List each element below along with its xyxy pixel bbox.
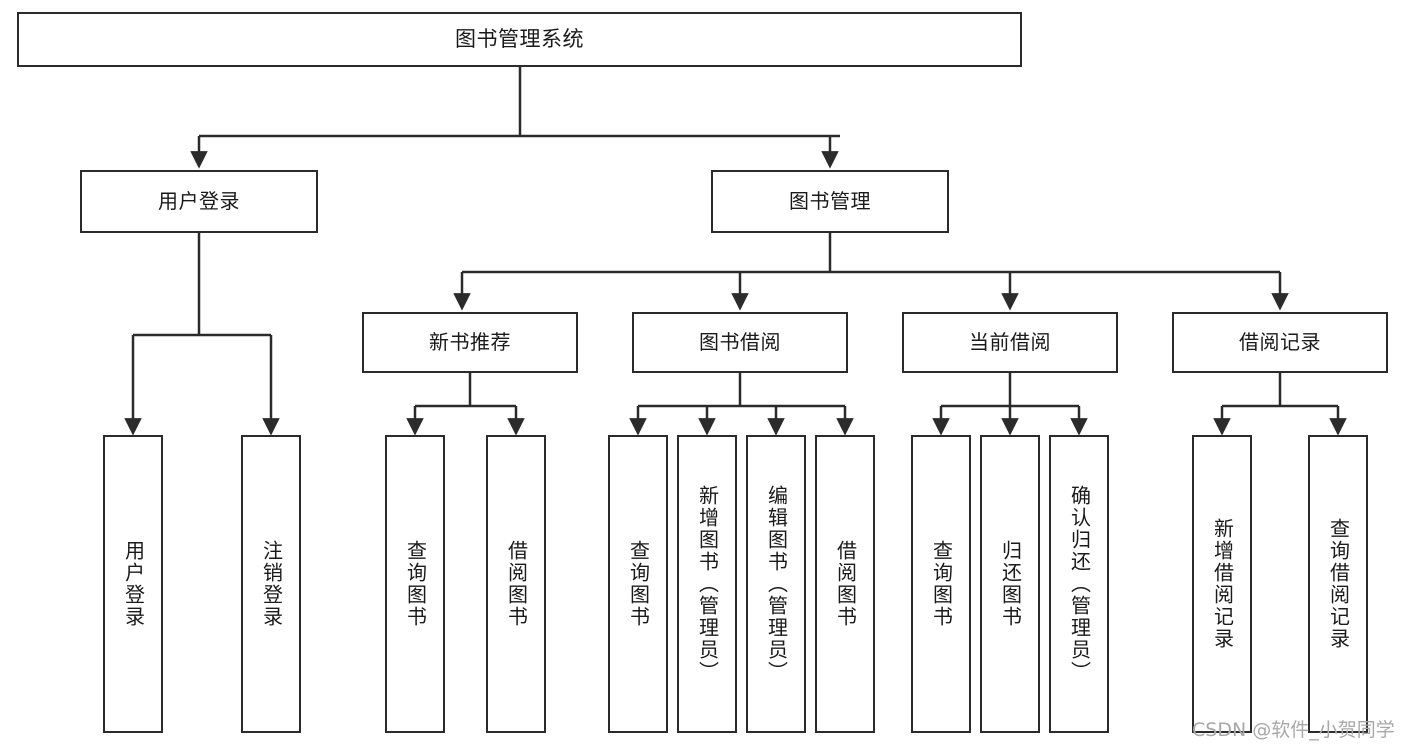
- node-new-book-recommend-label: 新书推荐: [429, 330, 511, 354]
- node-user-login[interactable]: 用户登录: [80, 170, 318, 233]
- leaf-user-login-logout-label: 注销登录: [259, 540, 284, 628]
- node-current-borrow-label: 当前借阅: [969, 330, 1051, 354]
- node-book-management-label: 图书管理: [789, 189, 871, 213]
- node-current-borrow[interactable]: 当前借阅: [902, 312, 1118, 373]
- leaf-new-book-borrow[interactable]: 借阅图书: [486, 435, 546, 733]
- leaf-current-borrow-query-label: 查询图书: [929, 540, 954, 628]
- node-user-login-label: 用户登录: [158, 189, 240, 213]
- leaf-new-book-query-label: 查询图书: [403, 540, 428, 628]
- leaf-borrow-book-add-label: 新增图书（管理员）: [695, 485, 720, 683]
- leaf-borrow-book-edit-label: 编辑图书（管理员）: [764, 485, 789, 683]
- node-borrow-record[interactable]: 借阅记录: [1172, 312, 1388, 373]
- leaf-borrow-book-query[interactable]: 查询图书: [608, 435, 668, 733]
- node-borrow-record-label: 借阅记录: [1239, 330, 1321, 354]
- leaf-borrow-record-query-label: 查询借阅记录: [1326, 518, 1351, 650]
- leaf-borrow-book-query-label: 查询图书: [626, 540, 651, 628]
- leaf-current-borrow-confirm[interactable]: 确认归还（管理员）: [1049, 435, 1109, 733]
- leaf-borrow-record-add[interactable]: 新增借阅记录: [1192, 435, 1252, 733]
- leaf-current-borrow-return[interactable]: 归还图书: [980, 435, 1040, 733]
- leaf-user-login-login[interactable]: 用户登录: [103, 435, 163, 733]
- node-book-management[interactable]: 图书管理: [711, 170, 949, 233]
- leaf-borrow-record-add-label: 新增借阅记录: [1210, 518, 1235, 650]
- leaf-borrow-record-query[interactable]: 查询借阅记录: [1308, 435, 1368, 733]
- leaf-user-login-logout[interactable]: 注销登录: [241, 435, 301, 733]
- leaf-new-book-borrow-label: 借阅图书: [504, 540, 529, 628]
- leaf-borrow-book-borrow-label: 借阅图书: [833, 540, 858, 628]
- node-book-borrow-label: 图书借阅: [699, 330, 781, 354]
- leaf-borrow-book-borrow[interactable]: 借阅图书: [815, 435, 875, 733]
- leaf-borrow-book-add[interactable]: 新增图书（管理员）: [677, 435, 737, 733]
- leaf-user-login-login-label: 用户登录: [121, 540, 146, 628]
- leaf-current-borrow-confirm-label: 确认归还（管理员）: [1067, 485, 1092, 683]
- leaf-current-borrow-return-label: 归还图书: [998, 540, 1023, 628]
- node-book-borrow[interactable]: 图书借阅: [632, 312, 848, 373]
- leaf-current-borrow-query[interactable]: 查询图书: [911, 435, 971, 733]
- leaf-borrow-book-edit[interactable]: 编辑图书（管理员）: [746, 435, 806, 733]
- node-root[interactable]: 图书管理系统: [17, 12, 1022, 67]
- node-root-label: 图书管理系统: [455, 27, 584, 52]
- leaf-new-book-query[interactable]: 查询图书: [385, 435, 445, 733]
- csdn-watermark: CSDN @软件_小贺同学: [1192, 719, 1395, 741]
- node-new-book-recommend[interactable]: 新书推荐: [362, 312, 578, 373]
